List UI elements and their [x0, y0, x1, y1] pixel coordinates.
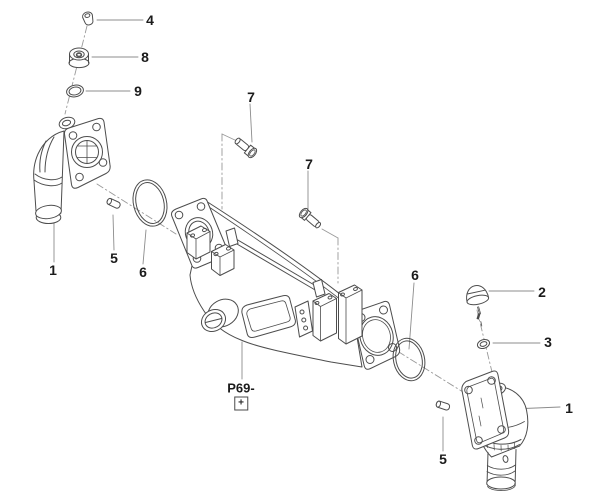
- top-bracket-left: [186, 225, 211, 260]
- expand-toggle[interactable]: +: [234, 396, 248, 411]
- part-7-bolt-upper: [234, 137, 258, 159]
- part-8-nut: [68, 47, 90, 69]
- callout-1-right: 1: [565, 400, 573, 416]
- callout-2: 2: [538, 284, 546, 300]
- callout-8: 8: [141, 49, 149, 65]
- centerline-elbows: [221, 133, 339, 239]
- assembly-code-label: P69-: [227, 380, 255, 396]
- callout-5-left: 5: [110, 250, 118, 266]
- part-1-left-elbow-housing: [33, 116, 111, 224]
- part-6-oring-left: [132, 179, 168, 227]
- part-5-dowel-right: [435, 400, 451, 411]
- callout-1-left: 1: [49, 262, 57, 278]
- callout-6-right: 6: [411, 267, 419, 283]
- bolt-plate-3-holes: [294, 300, 313, 338]
- callout-6-left: 6: [139, 264, 147, 280]
- callout-5-right: 5: [439, 451, 447, 467]
- part-6-oring-right: [392, 337, 426, 382]
- top-bracket-mid: [211, 244, 235, 276]
- part-7-bolt-lower: [298, 207, 322, 229]
- assembly-code: P69- +: [227, 380, 255, 411]
- tie-rod: [225, 227, 326, 298]
- right-bracket-outer: [338, 284, 363, 345]
- main-housing: [171, 197, 401, 370]
- part-9-seal-ring: [66, 84, 84, 98]
- part-2-sensor-cap: [466, 285, 490, 327]
- right-bracket-inner: [312, 293, 337, 342]
- right-elbow-flange: [461, 370, 510, 450]
- part-5-dowel-left: [106, 197, 121, 209]
- part-3-washer: [476, 338, 491, 350]
- callout-4: 4: [146, 12, 154, 28]
- side-port-cap: [200, 298, 239, 333]
- plus-icon: +: [238, 397, 244, 409]
- part-1-right-elbow-housing: [461, 370, 529, 491]
- callout-9: 9: [134, 83, 142, 99]
- part-4-plug: [82, 11, 94, 26]
- callout-7-upper: 7: [247, 89, 255, 105]
- housing-window: [241, 295, 296, 338]
- callout-3: 3: [544, 334, 552, 350]
- callout-7-lower: 7: [305, 156, 313, 172]
